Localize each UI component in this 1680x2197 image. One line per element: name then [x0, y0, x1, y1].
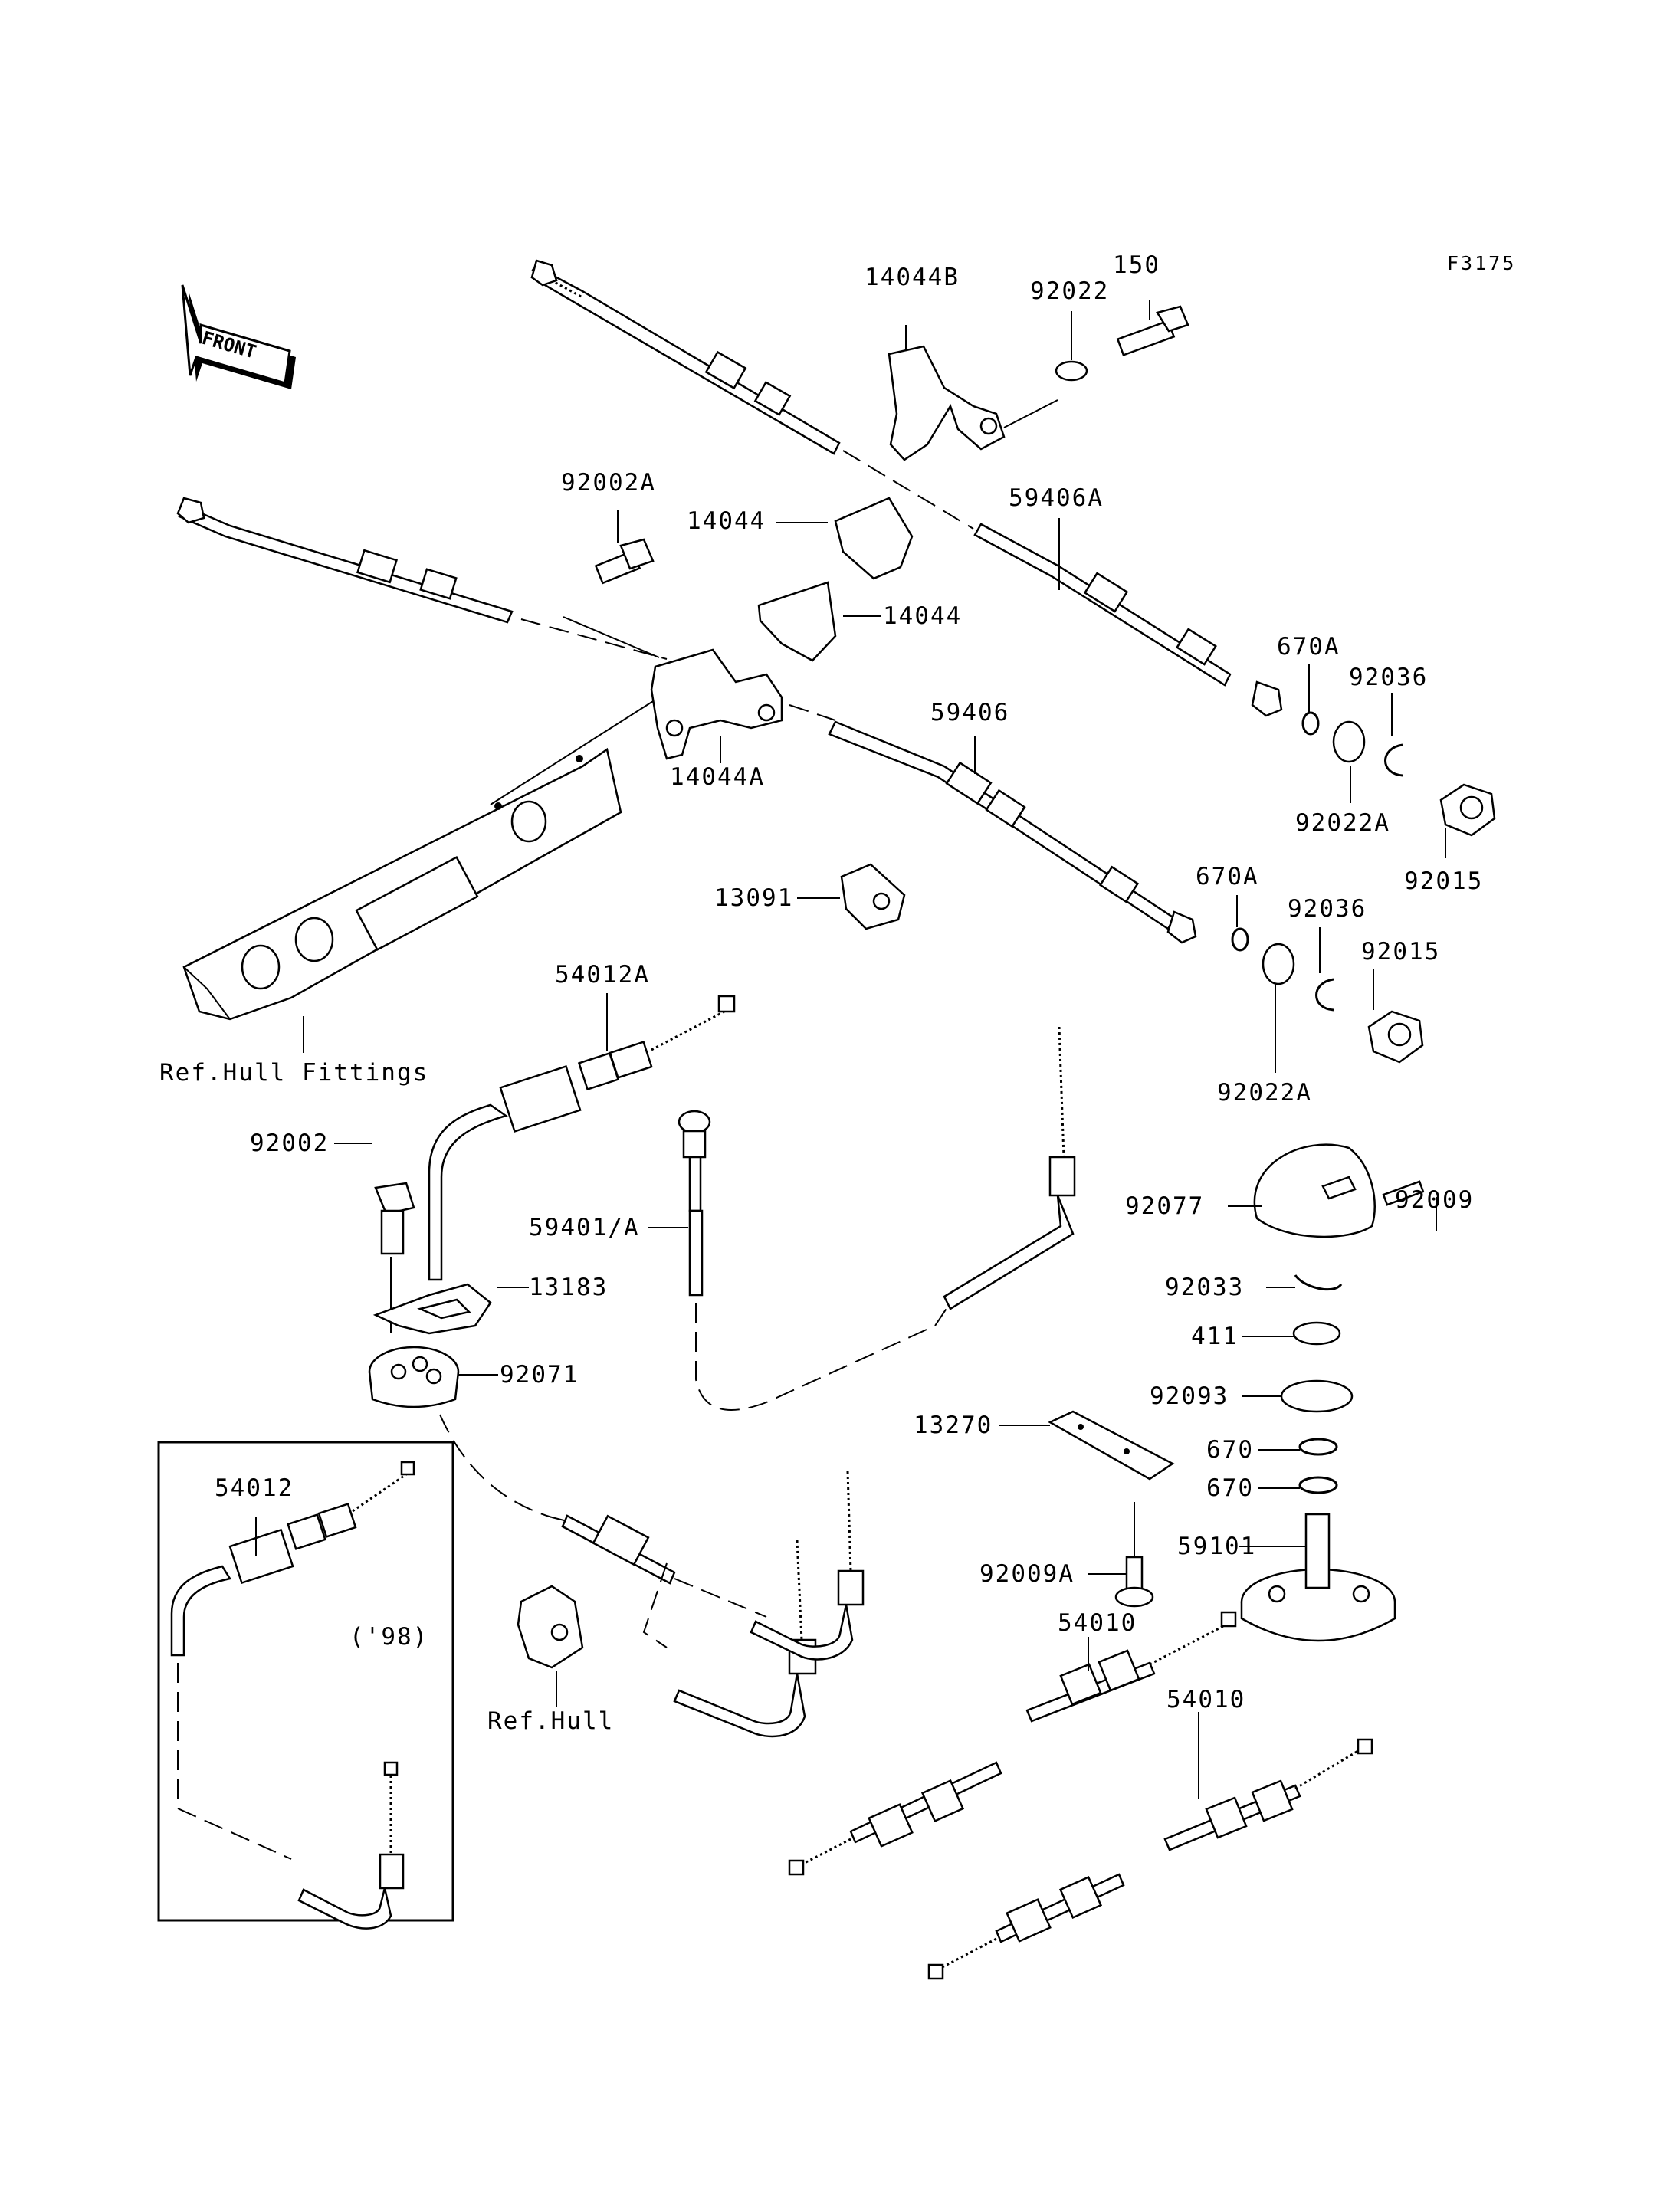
label-14044-top: 14044 [687, 507, 766, 535]
washer-92022a-lower [1262, 943, 1295, 985]
grommet-92071 [368, 1346, 460, 1408]
washer-92022a-upper [1332, 720, 1366, 763]
diagram-code: F3175 [1447, 252, 1516, 274]
label-92002a: 92002A [561, 469, 656, 497]
label-92077: 92077 [1125, 1192, 1204, 1220]
o-ring-670-lower [1298, 1476, 1338, 1494]
label-92022: 92022 [1030, 277, 1109, 305]
screw-92009a [1114, 1556, 1154, 1608]
o-ring-670a-upper [1301, 711, 1320, 736]
hull-fittings-plate [182, 697, 660, 1021]
label-ref-hull: Ref.Hull [487, 1707, 614, 1735]
bracket-14044a [650, 648, 783, 760]
throttle-cable-59406 [176, 497, 1197, 944]
label-670a-upper: 670A [1277, 633, 1340, 661]
knob-92077 [1253, 1143, 1376, 1238]
label-92071: 92071 [500, 1361, 579, 1389]
washer-411 [1292, 1321, 1341, 1346]
plate-13183 [372, 1283, 492, 1335]
label-14044a: 14044A [670, 763, 765, 791]
leader-lines [255, 300, 1446, 1799]
label-92022a-lower: 92022A [1217, 1079, 1312, 1107]
connection-92071-to-cable [439, 1414, 553, 1518]
label-92036-upper: 92036 [1349, 664, 1428, 691]
label-670-upper: 670 [1206, 1436, 1254, 1464]
label-14044b: 14044B [865, 264, 960, 291]
clip-92036-lower [1315, 978, 1334, 1012]
grommet-13091 [840, 863, 906, 930]
label-92009: 92009 [1395, 1186, 1474, 1214]
label-54012a: 54012A [555, 961, 650, 989]
label-92093: 92093 [1150, 1382, 1229, 1410]
clip-92036-upper [1384, 743, 1403, 777]
label-92033: 92033 [1165, 1274, 1244, 1301]
label-59406: 59406 [930, 699, 1009, 726]
label-411: 411 [1191, 1323, 1239, 1350]
clamp-14044-mid [757, 581, 837, 662]
label-92036-lower: 92036 [1288, 895, 1367, 923]
nut-92015-lower [1367, 1010, 1424, 1064]
part-labels: 14044B 92022 150 92002A 14044 14044 5940… [159, 251, 1483, 1735]
label-670a-lower: 670A [1196, 863, 1259, 890]
clip-92033 [1294, 1274, 1343, 1291]
choke-cable-routing [551, 1471, 865, 1738]
label-59406a: 59406A [1009, 484, 1104, 512]
label-59101: 59101 [1177, 1533, 1256, 1560]
steering-cable-59406a [530, 259, 1283, 717]
label-54010-lower: 54010 [1166, 1686, 1245, 1713]
ref-hull-fitting [517, 1585, 584, 1669]
o-ring-670a-lower [1231, 927, 1249, 952]
choke-knob-cable-59401a [678, 1110, 951, 1411]
bolt-92002a [594, 538, 655, 585]
label-92022a-upper: 92022A [1295, 809, 1390, 837]
bracket-14044b [888, 345, 1006, 461]
label-92002: 92002 [250, 1130, 329, 1157]
bolt-150 [1116, 305, 1189, 356]
label-14044-mid: 14044 [883, 602, 962, 630]
label-92009a: 92009A [979, 1560, 1075, 1588]
clamp-14044-top [834, 497, 914, 580]
nut-92015-upper [1439, 783, 1496, 837]
trim-cable-54010-upper [788, 1611, 1237, 1876]
label-59401-a: 59401/A [529, 1214, 640, 1241]
label-13091: 13091 [714, 884, 793, 912]
label-92015-lower: 92015 [1361, 938, 1440, 966]
choke-cable-54012a [428, 995, 736, 1281]
inset-1998-box [157, 1441, 454, 1930]
label-13270: 13270 [914, 1412, 993, 1439]
cable-end-right [943, 1026, 1076, 1310]
label-150: 150 [1113, 251, 1160, 279]
label-13183: 13183 [529, 1274, 608, 1301]
trim-cable-54010-lower [927, 1738, 1373, 1980]
plate-13270 [1048, 1410, 1175, 1481]
label-ref-hull-fittings: Ref.Hull Fittings [159, 1059, 428, 1087]
screw-92009 [1382, 1180, 1425, 1206]
label-92015-upper: 92015 [1404, 867, 1483, 895]
label-670-lower: 670 [1206, 1474, 1254, 1502]
o-ring-670-upper [1298, 1438, 1338, 1456]
label-54010-upper: 54010 [1058, 1609, 1137, 1637]
washer-92022 [1055, 360, 1088, 382]
washer-92093 [1280, 1379, 1354, 1413]
tee-handle-59101 [1240, 1513, 1396, 1642]
front-direction-arrow-icon: FRONT [181, 284, 296, 389]
inset-label-1998: ('98) [349, 1623, 428, 1651]
bolt-92002 [374, 1182, 415, 1255]
label-54012: 54012 [215, 1474, 294, 1502]
